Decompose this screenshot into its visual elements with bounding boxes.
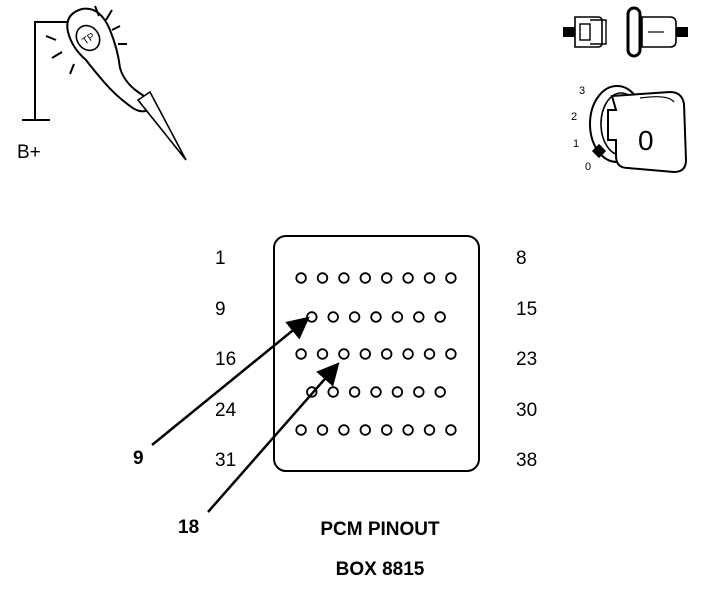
pin-cavity-28	[391, 386, 404, 398]
pin-cavity-5	[381, 272, 393, 284]
pin-cavity-18	[338, 348, 350, 360]
pin-cavity-27	[370, 386, 382, 398]
pin-cavity-17	[316, 348, 329, 360]
pin-cavity-21	[402, 348, 414, 360]
callout-label-9: 9	[133, 448, 144, 469]
pin-cavity-22	[423, 348, 436, 360]
pin-cavity-9	[306, 311, 318, 323]
pin-cavity-15	[434, 311, 446, 323]
ignition-position-0: 0	[585, 161, 591, 173]
pcm-connector-outline	[273, 235, 480, 472]
pin-cavity-20	[381, 348, 393, 360]
pin-cavity-29	[413, 386, 425, 398]
pin-cavity-26	[348, 386, 361, 398]
pin-cavity-2	[316, 272, 329, 284]
supply-label: B+	[17, 142, 41, 163]
pin-cavity-33	[338, 424, 350, 436]
callout-label-18: 18	[178, 517, 199, 538]
pin-cavity-7	[423, 272, 436, 284]
diagram-title: PCM PINOUT	[320, 519, 440, 540]
pin-cavity-12	[370, 311, 382, 323]
row-3-first-pin: 16	[215, 349, 236, 370]
pin-cavity-8	[445, 272, 457, 284]
pin-cavity-25	[327, 386, 339, 398]
pin-cavity-31	[295, 424, 307, 436]
ignition-position-3: 3	[579, 85, 585, 97]
ignition-position-1: 1	[573, 138, 579, 150]
pin-cavity-19	[359, 348, 372, 360]
pin-cavity-4	[359, 272, 372, 284]
pin-cavity-37	[423, 424, 436, 436]
row-4-last-pin: 30	[516, 400, 537, 421]
callout-arrow-pin-18	[207, 362, 340, 513]
ignition-position-2: 2	[571, 111, 577, 123]
row-1-last-pin: 8	[516, 248, 527, 269]
row-3-last-pin: 23	[516, 349, 537, 370]
row-5-first-pin: 31	[215, 450, 236, 471]
pin-cavity-16	[295, 348, 307, 360]
ignition-key-icon	[589, 85, 688, 174]
box-number: BOX 8815	[336, 559, 425, 580]
row-1-first-pin: 1	[215, 248, 226, 269]
pin-cavity-3	[338, 272, 350, 284]
pin-cavity-38	[445, 424, 457, 436]
callout-arrow-pin-9	[151, 316, 310, 446]
test-light-probe-icon: TP	[22, 5, 187, 161]
pin-cavity-32	[316, 424, 329, 436]
pin-cavity-14	[413, 311, 425, 323]
pin-cavity-1	[295, 272, 307, 284]
pin-cavity-6	[402, 272, 414, 284]
pin-cavity-30	[434, 386, 446, 398]
row-4-first-pin: 24	[215, 400, 237, 421]
connector-disconnect-icon	[563, 6, 688, 58]
pin-cavity-23	[445, 348, 457, 360]
row-2-last-pin: 15	[516, 299, 537, 320]
pin-cavity-11	[348, 311, 361, 323]
row-2-first-pin: 9	[215, 299, 226, 320]
pin-cavity-13	[391, 311, 404, 323]
pin-cavity-34	[359, 424, 372, 436]
pin-cavity-10	[327, 311, 339, 323]
ignition-key-label: 0	[638, 125, 654, 156]
pin-grid	[295, 272, 457, 436]
pin-cavity-35	[381, 424, 393, 436]
row-5-last-pin: 38	[516, 450, 537, 471]
pin-cavity-36	[402, 424, 414, 436]
